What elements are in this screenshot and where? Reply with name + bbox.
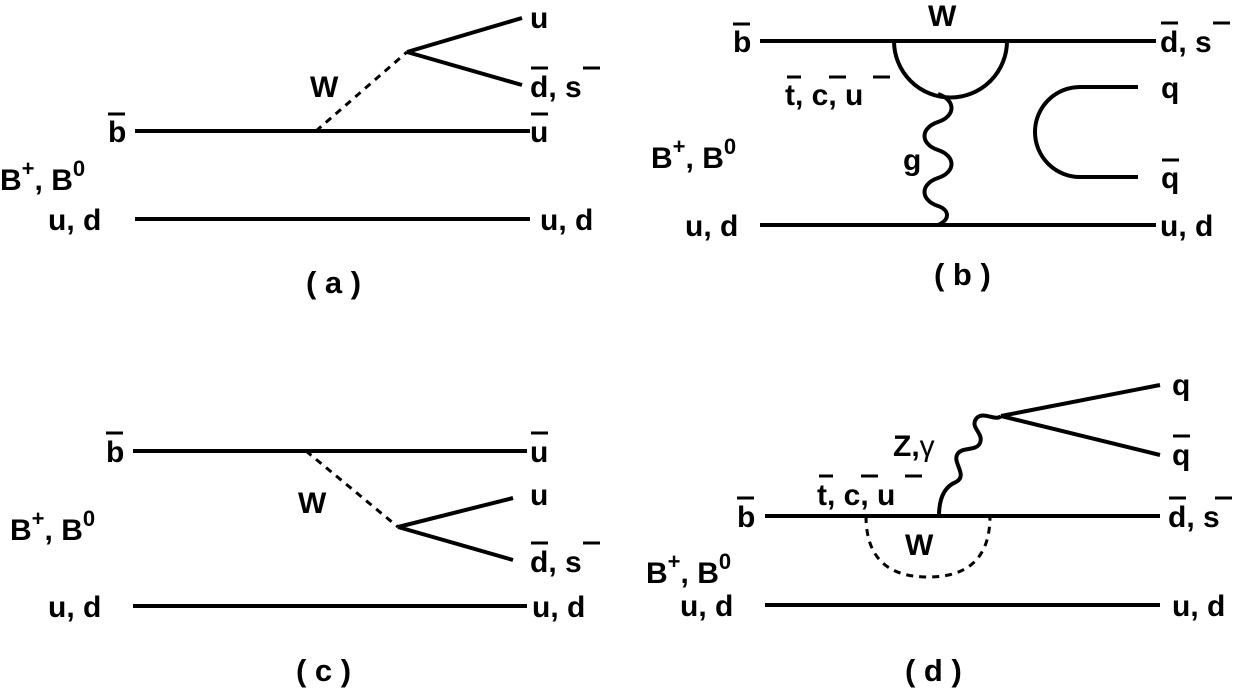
decay-line-lower (397, 525, 514, 562)
meson-label: B+, B0 (646, 549, 731, 590)
out-ubar-label: u (530, 436, 548, 469)
diagram-d: q q Z,γ t, c, u b W B+, B0 u, d d, s u, … (646, 369, 1232, 688)
spectator-out-label: u, d (540, 204, 593, 237)
out-ds-label: d, s (530, 546, 582, 579)
out-u-label: u (530, 2, 548, 35)
z-gamma-label: Z,γ (893, 430, 935, 463)
b-bar-label: b (108, 116, 126, 149)
meson-label: B+, B0 (651, 134, 736, 175)
out-ds-label: d, s (1160, 26, 1212, 59)
b-bar-label: b (733, 26, 751, 59)
loop-quarks-label: t, c, u (785, 79, 863, 112)
out-ubar-label: u (530, 116, 548, 149)
w-label: W (905, 529, 934, 562)
diagram-a: b B+, B0 u, d W u d, s u u, d ( a ) (0, 2, 600, 300)
spectator-out-label: u, d (532, 591, 585, 624)
loop-quarks-label: t, c, u (817, 479, 895, 512)
qbar-line (1000, 414, 1161, 457)
gluon-label: g (903, 144, 921, 177)
spectator-out-label: u, d (1160, 210, 1213, 243)
spectator-in-label: u, d (680, 590, 733, 623)
decay-line-upper (397, 496, 514, 529)
gluon-line (922, 92, 954, 227)
out-u-label: u (530, 479, 548, 512)
decay-line-lower (406, 50, 523, 87)
caption-a: ( a ) (306, 265, 361, 300)
spectator-in-label: u, d (48, 204, 101, 237)
spectator-in-label: u, d (48, 591, 101, 624)
q-qbar-pair (1033, 85, 1138, 179)
decay-line-upper (406, 16, 523, 54)
out-qbar-label: q (1172, 439, 1190, 472)
caption-c: ( c ) (296, 653, 351, 688)
spectator-in-label: u, d (685, 210, 738, 243)
out-ds-label: d, s (1168, 501, 1220, 534)
photon-z-line (937, 413, 1003, 517)
diagram-c: b B+, B0 u, d W u u d, s u, d ( c ) (10, 431, 600, 688)
out-qbar-label: q (1161, 162, 1179, 195)
meson-label: B+, B0 (0, 156, 85, 197)
caption-b: ( b ) (934, 257, 991, 292)
out-q-label: q (1172, 369, 1190, 402)
w-label: W (928, 0, 957, 33)
quark-loop (892, 40, 1009, 100)
out-q-label: q (1161, 72, 1179, 105)
w-propagator (305, 449, 399, 529)
out-ds-label: d, s (530, 71, 582, 104)
q-line (1000, 383, 1161, 418)
meson-label: B+, B0 (10, 506, 95, 547)
diagram-b: b W t, c, u B+, B0 g u, d d, s q q u, d … (651, 0, 1230, 292)
w-label: W (310, 71, 339, 104)
b-bar-label: b (737, 501, 755, 534)
b-bar-label: b (106, 436, 124, 469)
w-label: W (298, 487, 327, 520)
spectator-out-label: u, d (1172, 590, 1225, 623)
caption-d: ( d ) (905, 653, 962, 688)
